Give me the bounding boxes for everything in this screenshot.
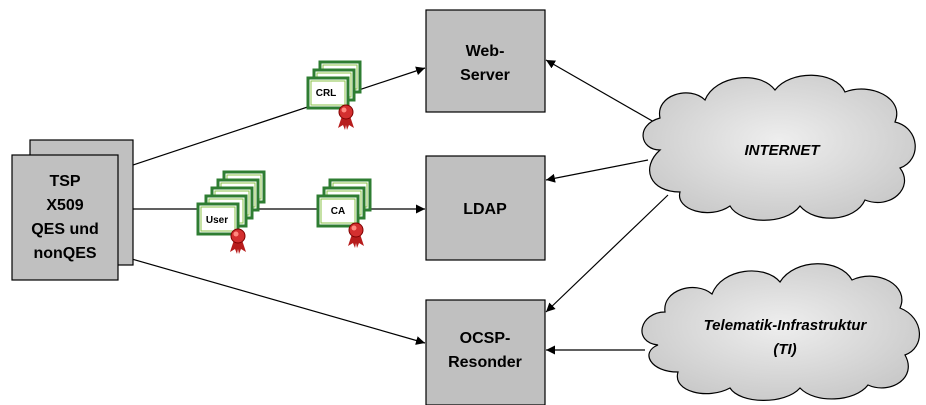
user-label: User [206,215,228,226]
ca-label: CA [331,206,345,217]
tsp-line-1: TSP [49,173,80,190]
ldap-label: LDAP [463,201,507,218]
ocsp-node: OCSP- Resonder [425,299,546,405]
crl-label: CRL [316,88,337,99]
tsp-line-3: QES und [31,221,99,238]
internet-to-ocsp-arrow [545,194,669,313]
connectors [117,59,669,355]
crl-certificate-icon: CRL [306,60,362,131]
ti-cloud: Telematik-Infrastruktur (TI) [641,263,920,401]
tsp-to-webserver-arrow [117,66,426,171]
webserver-line-2: Server [460,67,510,84]
ldap-node: LDAP [425,155,546,261]
internet-cloud: INTERNET [642,74,916,221]
internet-to-ldap-arrow [545,159,649,183]
ocsp-line-1: OCSP- [460,330,511,347]
tsp-line-2: X509 [46,197,83,214]
ti-line-2: (TI) [773,341,796,358]
ocsp-line-2: Resonder [448,354,522,371]
webserver-line-1: Web- [466,43,505,60]
tsp-to-ocsp-arrow [117,254,426,345]
user-certificate-icon: User [196,170,266,255]
internet-label: INTERNET [745,142,822,159]
internet-to-webserver-arrow [545,59,669,131]
tsp-node: TSP X509 QES und nonQES [11,139,134,281]
webserver-node: Web- Server [425,9,546,113]
tsp-line-4: nonQES [33,245,96,262]
ca-certificate-icon: CA [316,178,372,249]
ti-line-1: Telematik-Infrastruktur [704,317,868,334]
